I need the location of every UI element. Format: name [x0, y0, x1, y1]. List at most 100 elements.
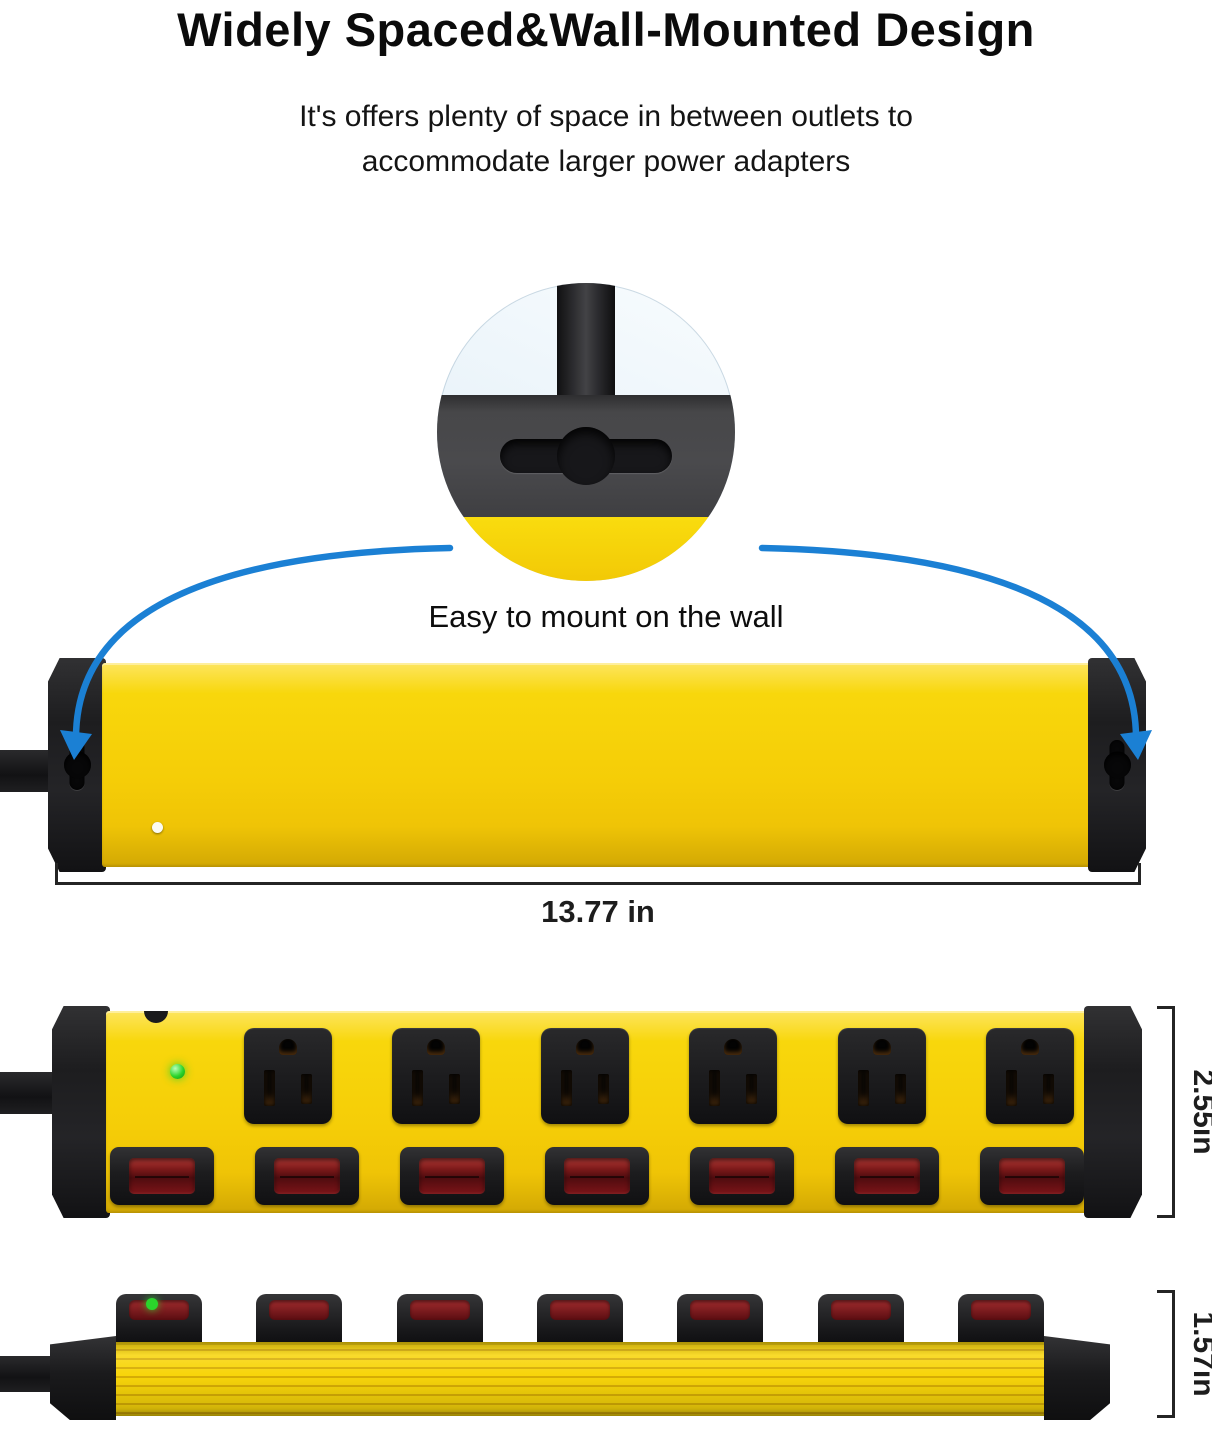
dimension-tick [1157, 1415, 1175, 1418]
outlet-hot-slot-icon [301, 1074, 312, 1104]
strip-body-back [102, 663, 1092, 867]
outlet-ground-hole-icon [724, 1039, 743, 1055]
rocker-button-icon [409, 1300, 470, 1320]
subtitle: It's offers plenty of space in between o… [0, 94, 1212, 184]
circuit-breaker-button [144, 1011, 168, 1023]
dimension-tick [1157, 1290, 1175, 1293]
end-cap-left [52, 1006, 110, 1218]
side-switch-row [116, 1292, 1044, 1344]
rocker-switch-side-profile [536, 1294, 623, 1344]
rocker-switch [545, 1147, 649, 1205]
rocker-switch-side-profile [957, 1294, 1044, 1344]
end-cap-right [1044, 1336, 1110, 1420]
outlet-ground-hole-icon [575, 1039, 594, 1055]
keyhole-slot-icon [1109, 740, 1125, 790]
strip-body-side [90, 1342, 1070, 1416]
power-outlet [244, 1028, 332, 1124]
rocker-switch [400, 1147, 504, 1205]
rocker-switch-side-profile [256, 1294, 343, 1344]
outlet-neutral-slot-icon [560, 1070, 572, 1106]
power-cord [0, 1072, 62, 1114]
height-dimension: 2.55in [1157, 1006, 1212, 1218]
rocker-button-icon [549, 1300, 610, 1320]
rocker-button-icon [129, 1158, 195, 1194]
power-strip-side-view [50, 1290, 1110, 1422]
keyhole-center-hole-icon [557, 427, 615, 485]
page-title: Widely Spaced&Wall-Mounted Design [177, 3, 1035, 56]
rocker-button-icon [690, 1300, 751, 1320]
power-cord [0, 1356, 58, 1392]
subtitle-line-1: It's offers plenty of space in between o… [299, 100, 913, 133]
rocker-button-icon [269, 1300, 330, 1320]
outlet-neutral-slot-icon [264, 1070, 275, 1106]
outlet-neutral-slot-icon [709, 1070, 721, 1106]
length-dimension-label: 13.77 in [541, 894, 655, 929]
outlet-ground-hole-icon [279, 1039, 297, 1055]
outlet-neutral-slot-icon [857, 1070, 869, 1106]
end-cap-left [50, 1336, 116, 1420]
power-cable-icon [557, 283, 615, 399]
dimension-tick [1157, 1006, 1175, 1009]
power-outlet [392, 1028, 481, 1124]
power-led-indicator [170, 1064, 185, 1079]
power-led-indicator [146, 1298, 158, 1310]
rocker-button-icon [274, 1158, 340, 1194]
rocker-switch [690, 1147, 794, 1205]
power-strip-back-view [48, 658, 1146, 872]
subtitle-line-2: accommodate larger power adapters [361, 145, 851, 178]
screw-hole [152, 822, 163, 833]
outlet-ground-hole-icon [872, 1039, 891, 1055]
power-outlet [689, 1028, 778, 1124]
strip-yellow-edge [437, 517, 735, 581]
end-cap-left [48, 658, 106, 872]
rocker-button-icon [854, 1158, 920, 1194]
outlet-neutral-slot-icon [412, 1070, 424, 1106]
strip-back-panel [437, 395, 735, 517]
keyhole-slot-icon [500, 427, 672, 485]
outlet-hot-slot-icon [894, 1074, 906, 1104]
dimension-line [1157, 1006, 1175, 1218]
mount-caption: Easy to mount on the wall [428, 599, 784, 634]
rocker-button-icon [830, 1300, 891, 1320]
rocker-button-icon [999, 1158, 1065, 1194]
power-strip-front-view [52, 1006, 1142, 1218]
outlet-hot-slot-icon [1042, 1074, 1054, 1104]
rocker-switch [980, 1147, 1084, 1205]
outlet-hot-slot-icon [746, 1074, 758, 1104]
rocker-switch [835, 1147, 939, 1205]
power-outlet [985, 1028, 1074, 1124]
keyhole-slot-icon [69, 740, 85, 790]
power-outlet [837, 1028, 926, 1124]
keyhole-zoom-callout [437, 283, 735, 581]
outlet-hot-slot-icon [449, 1074, 461, 1104]
rocker-button-icon [564, 1158, 630, 1194]
end-cap-right [1084, 1006, 1142, 1218]
rocker-switch [255, 1147, 359, 1205]
height-dimension-label: 2.55in [1187, 1069, 1212, 1155]
rocker-switch-side-profile [396, 1294, 483, 1344]
dimension-tick [55, 863, 58, 885]
rocker-switch-side-profile [116, 1294, 202, 1344]
rocker-button-icon [970, 1300, 1031, 1320]
outlet-hot-slot-icon [597, 1074, 609, 1104]
outlet-row [244, 1027, 1074, 1125]
switch-row [110, 1147, 1084, 1205]
strip-body-front [106, 1011, 1088, 1213]
dimension-tick [1157, 1215, 1175, 1218]
rocker-switch [110, 1147, 214, 1205]
outlet-ground-hole-icon [427, 1039, 446, 1055]
depth-dimension: 1.57in [1157, 1290, 1212, 1418]
rocker-button-icon [419, 1158, 485, 1194]
depth-dimension-label: 1.57in [1187, 1311, 1212, 1397]
rocker-button-icon [129, 1300, 189, 1320]
dimension-line [1157, 1290, 1175, 1418]
dimension-line [55, 863, 1141, 885]
dimension-tick [1138, 863, 1141, 885]
length-dimension: 13.77 in [55, 863, 1141, 930]
rocker-switch-side-profile [677, 1294, 764, 1344]
end-cap-right [1088, 658, 1146, 872]
power-outlet [540, 1028, 629, 1124]
outlet-ground-hole-icon [1020, 1039, 1039, 1055]
outlet-neutral-slot-icon [1005, 1070, 1017, 1106]
rocker-switch-side-profile [817, 1294, 904, 1344]
